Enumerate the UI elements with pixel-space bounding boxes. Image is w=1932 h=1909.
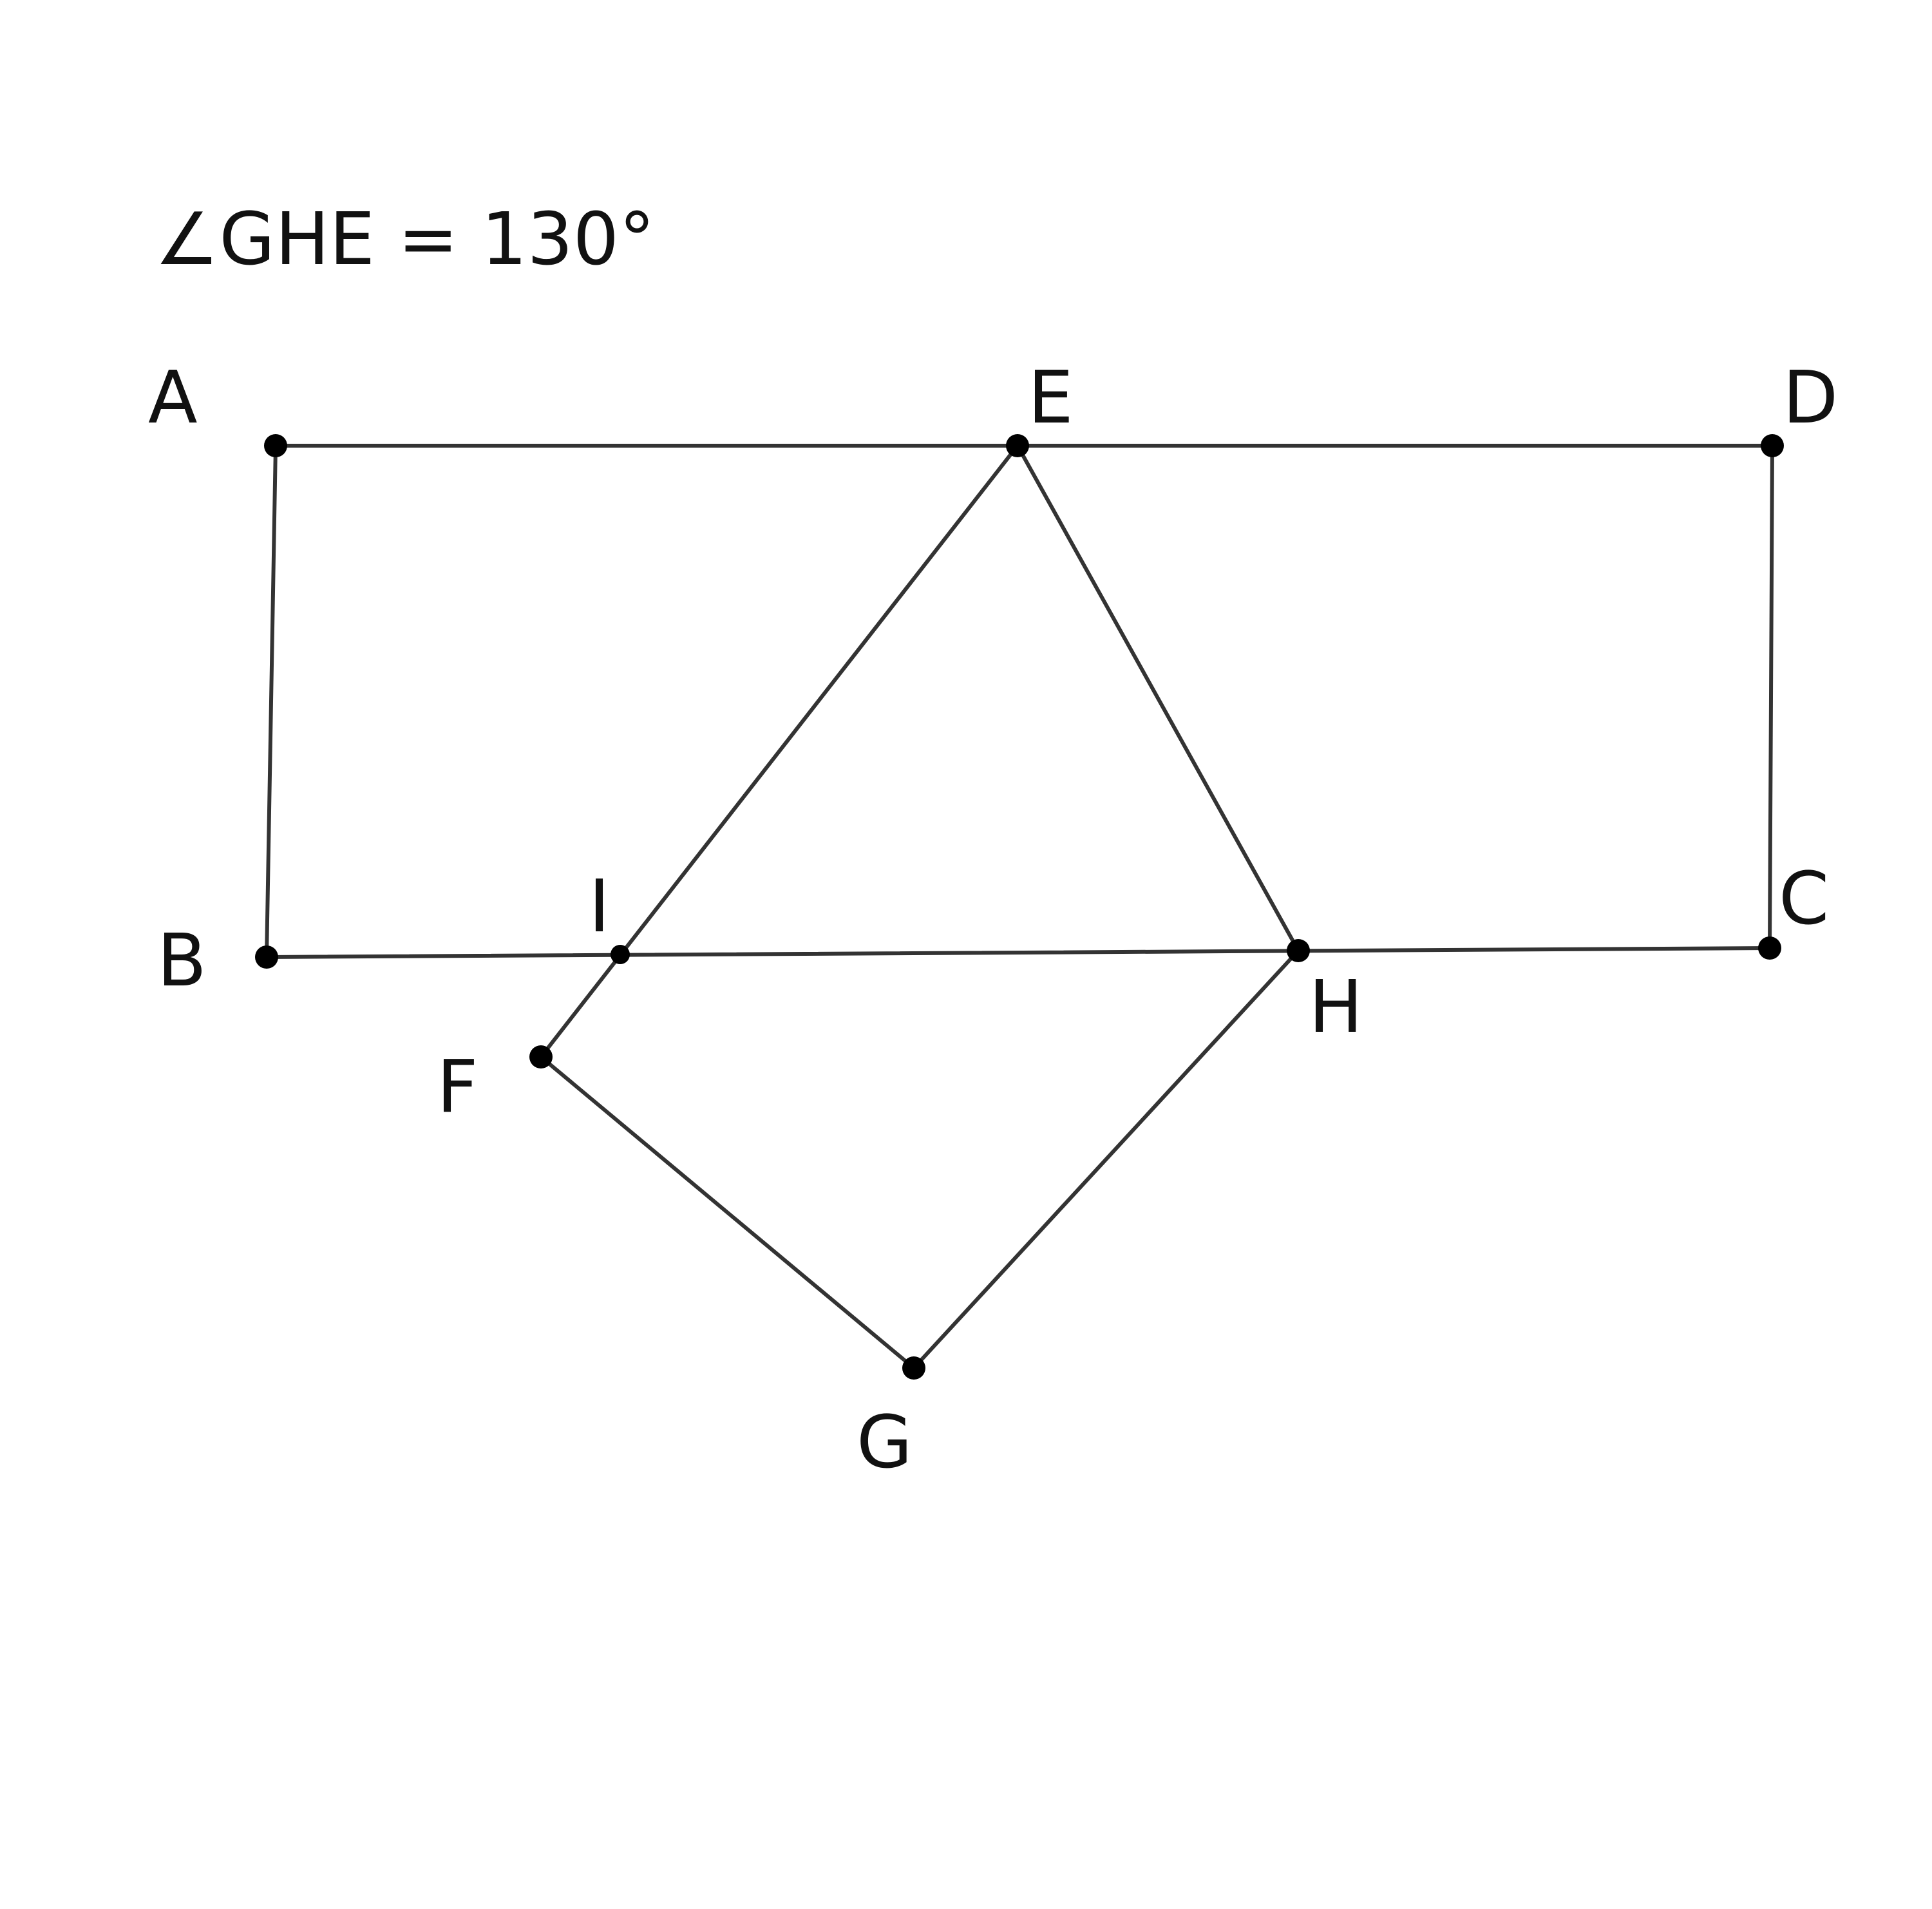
point-B xyxy=(255,945,278,969)
label-D: D xyxy=(1783,356,1838,440)
label-E: E xyxy=(1028,356,1074,440)
segment-FG xyxy=(539,1055,916,1370)
label-F: F xyxy=(437,1045,478,1129)
points xyxy=(255,434,1784,1380)
segment-EH xyxy=(1016,444,1300,953)
label-C: C xyxy=(1779,857,1829,941)
point-I xyxy=(611,945,630,964)
point-G xyxy=(902,1356,925,1380)
point-H xyxy=(1287,939,1310,962)
segment-BC xyxy=(265,946,1772,959)
label-B: B xyxy=(157,919,207,1003)
segments xyxy=(265,444,1774,1370)
label-G: G xyxy=(857,1401,913,1485)
label-A: A xyxy=(148,356,198,440)
point-C xyxy=(1758,936,1781,960)
angle-annotation: ∠GHE = 130° xyxy=(155,198,655,281)
point-labels: A B C D E F G H I xyxy=(148,356,1838,1485)
point-E xyxy=(1006,434,1029,457)
point-F xyxy=(529,1045,553,1068)
label-H: H xyxy=(1309,965,1363,1049)
segment-DC xyxy=(1768,444,1774,950)
label-I: I xyxy=(589,865,610,949)
segment-EF xyxy=(539,444,1019,1059)
point-A xyxy=(264,434,287,457)
point-D xyxy=(1761,434,1784,457)
segment-AB xyxy=(265,444,278,959)
segment-GH xyxy=(912,949,1300,1370)
